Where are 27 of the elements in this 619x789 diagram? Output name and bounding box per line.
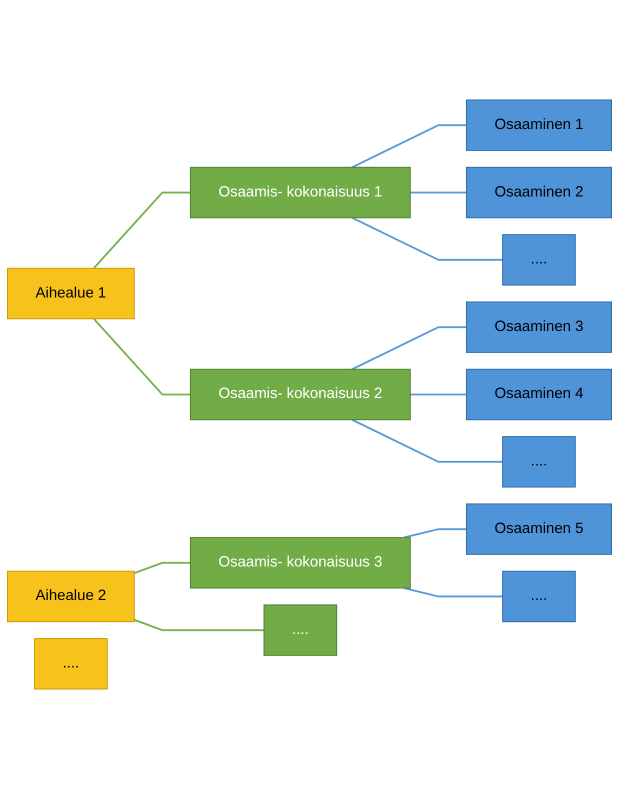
node-box: .... [502, 436, 576, 488]
connector [352, 124, 466, 168]
node-box: Osaaminen 3 [466, 301, 612, 353]
node-box: .... [34, 638, 108, 690]
node-box: Osaamis- kokonaisuus 1 [190, 166, 411, 218]
node-box: Aihealue 2 [7, 570, 135, 622]
node-box: Osaaminen 4 [466, 368, 612, 420]
connector [93, 318, 190, 396]
node-box: .... [264, 604, 338, 656]
node-box: .... [502, 570, 576, 622]
connector [352, 216, 503, 261]
node-box: Osaaminen 1 [466, 99, 612, 151]
node-box: Osaaminen 2 [466, 166, 612, 218]
connector [134, 618, 264, 632]
connector [134, 562, 190, 574]
connector [410, 192, 466, 194]
connector [404, 587, 503, 598]
connector [352, 326, 466, 370]
connector [93, 192, 190, 269]
connector [410, 394, 466, 396]
node-box: Aihealue 1 [7, 268, 135, 320]
node-box: .... [502, 234, 576, 286]
node-box: Osaamis- kokonaisuus 2 [190, 368, 411, 420]
connector [404, 528, 466, 538]
connector [352, 418, 503, 463]
node-box: Osaaminen 5 [466, 503, 612, 555]
node-box: Osaamis- kokonaisuus 3 [190, 537, 411, 589]
